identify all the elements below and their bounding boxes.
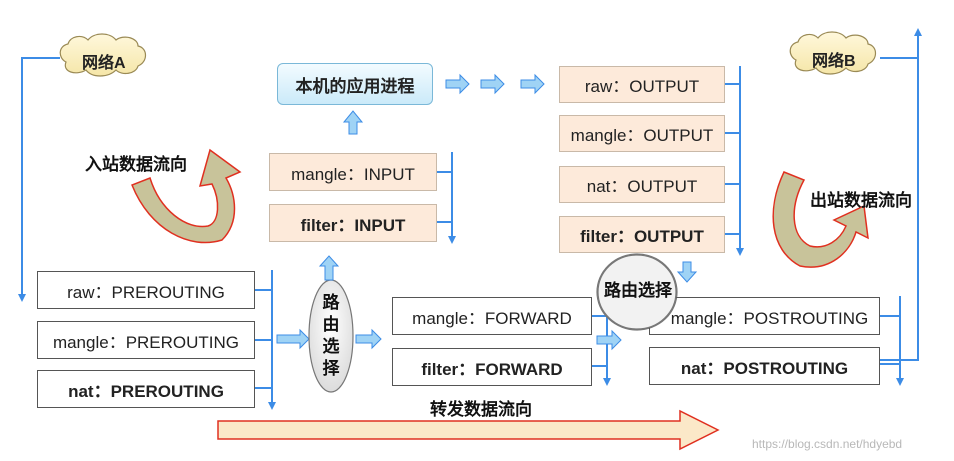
arrow-forward-to-postrouting (596, 329, 622, 351)
mangle-forward-box: mangle：FORWARD (392, 297, 592, 335)
cloud-network-a (59, 33, 147, 77)
forward-flow-label: 转发数据流向 (430, 400, 532, 419)
network-b-label: 网络B (812, 53, 856, 70)
arrow-output-to-routing (676, 261, 698, 283)
raw-prerouting-box: raw：PREROUTING (37, 271, 255, 309)
routing-char-3: 选 (322, 337, 340, 356)
routing-char-1: 路 (322, 293, 340, 312)
cloud-network-b (789, 31, 877, 75)
routing-choice-right-overlay (597, 254, 677, 330)
routing-choice-right-label: 路由选择 (604, 281, 672, 300)
routing-choice-left-label: 路 由 选 择 (321, 292, 341, 380)
nat-postrouting-box: nat：POSTROUTING (649, 347, 880, 385)
mangle-postrouting-box: mangle：POSTROUTING (649, 297, 880, 335)
arrow-input-to-app (342, 110, 364, 135)
mangle-prerouting-box: mangle：PREROUTING (37, 321, 255, 359)
postrouting-bracket (880, 296, 900, 384)
inbound-entry-line (18, 57, 60, 302)
outbound-curve-arrow (772, 171, 869, 268)
filter-output-box: filter：OUTPUT (559, 216, 725, 253)
local-app-process-box: 本机的应用进程 (277, 63, 433, 105)
output-bracket (725, 66, 740, 254)
mangle-input-box: mangle：INPUT (269, 153, 437, 191)
filter-forward-box: filter：FORWARD (392, 348, 592, 386)
arrow-routing-to-forward (355, 328, 382, 350)
prerouting-bracket (255, 270, 272, 408)
watermark-text: https://blog.csdn.net/hdyebd (752, 437, 903, 451)
forward-flow-arrow (217, 409, 720, 451)
nat-output-box: nat：OUTPUT (559, 166, 725, 203)
mangle-output-box: mangle：OUTPUT (559, 115, 725, 152)
routing-char-4: 择 (322, 359, 340, 378)
arrows-app-to-output (445, 73, 545, 95)
inbound-flow-label: 入站数据流向 (85, 155, 187, 174)
arrow-prerouting-to-routing (276, 328, 310, 350)
routing-char-2: 由 (322, 315, 340, 334)
nat-prerouting-box: nat：PREROUTING (37, 370, 255, 408)
arrow-routing-to-input (318, 255, 340, 281)
raw-output-box: raw：OUTPUT (559, 66, 725, 103)
outbound-flow-label: 出站数据流向 (810, 191, 912, 210)
inbound-curve-arrow (131, 148, 242, 244)
filter-input-box: filter：INPUT (269, 204, 437, 242)
network-a-label: 网络A (82, 55, 126, 72)
input-bracket (437, 152, 452, 242)
outbound-exit-line (880, 28, 922, 361)
